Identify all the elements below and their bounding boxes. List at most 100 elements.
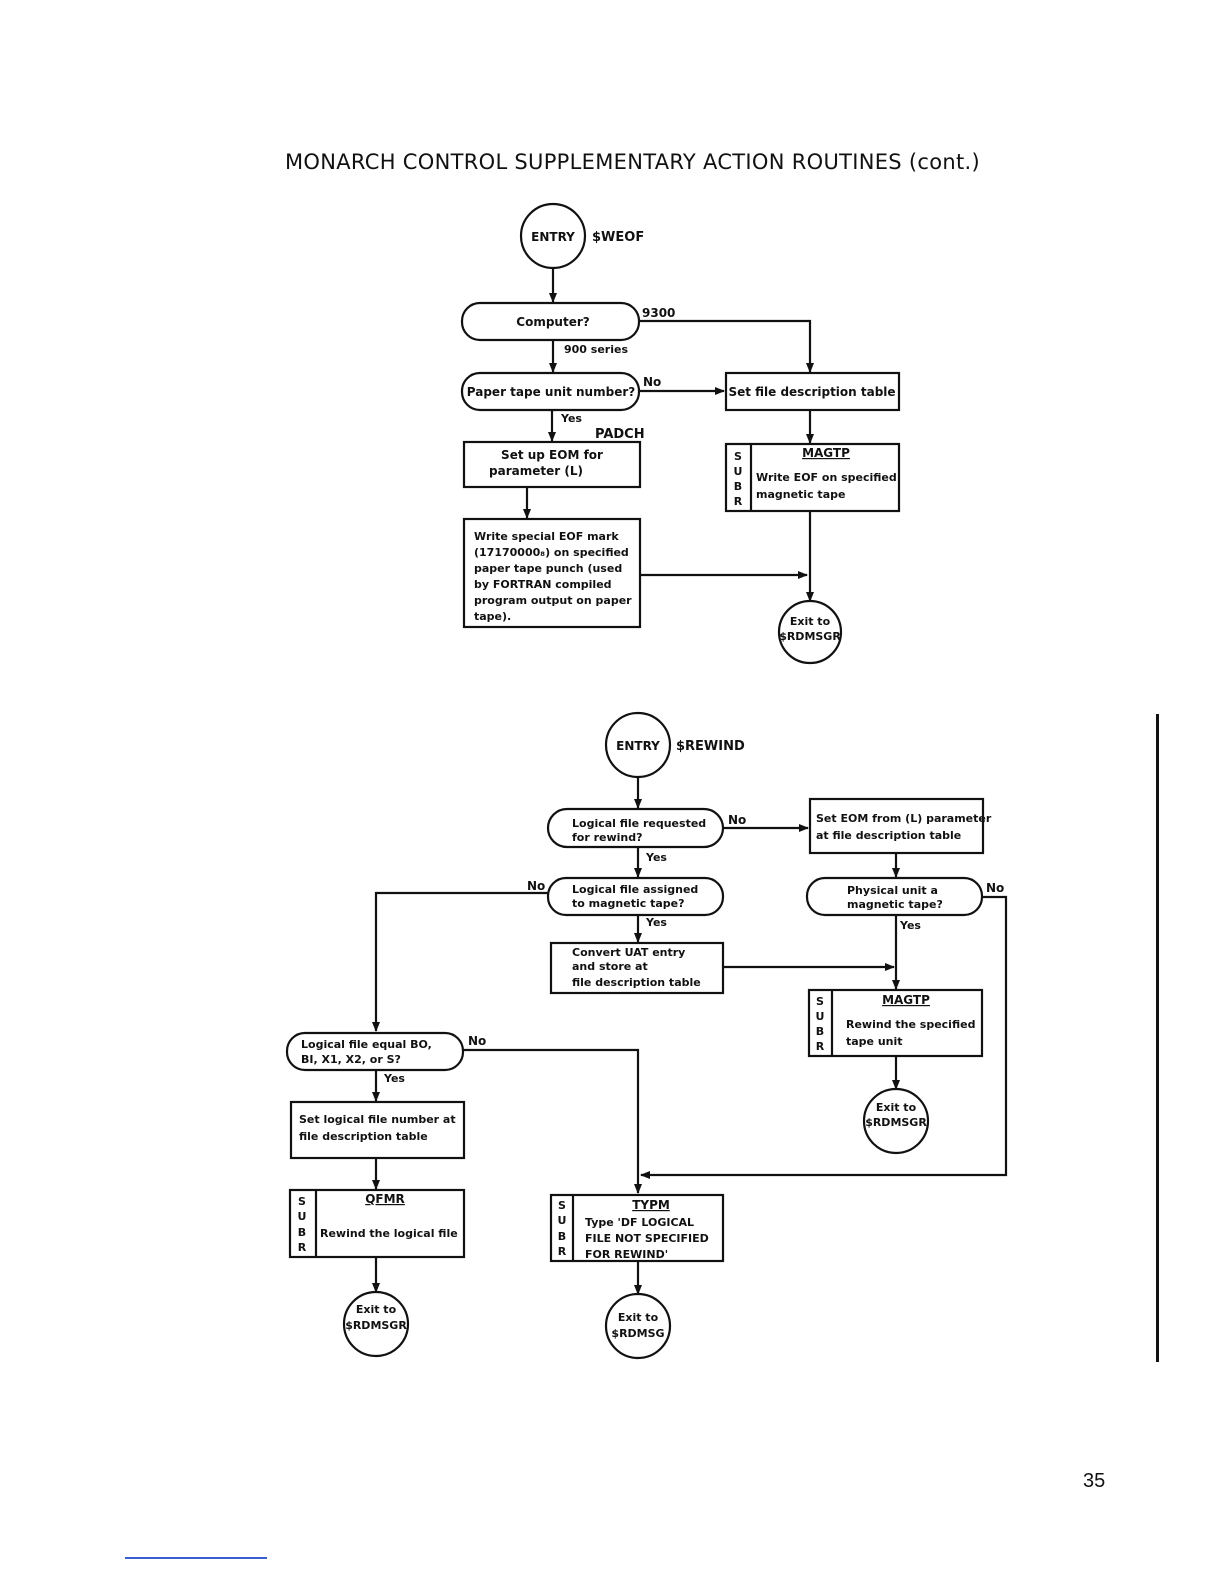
padch-label: PADCH <box>595 427 645 442</box>
set-logical-box <box>289 1100 466 1160</box>
qfmr-sub-s: S <box>298 1195 306 1208</box>
logical-equal-line-1: Logical file equal BO, <box>301 1038 432 1051</box>
weof-exit-line-2: $RDMSGR <box>779 630 841 643</box>
physical-unit-no-label: No <box>986 881 1004 895</box>
rewind-magtp-name: MAGTP <box>882 993 930 1007</box>
paper-tape-no-label: No <box>643 375 661 389</box>
weof-entry-name: $WEOF <box>592 230 644 245</box>
set-eom-line-1: Set EOM from (L) parameter <box>816 812 992 825</box>
qfmr-name: QFMR <box>365 1192 405 1206</box>
weof-entry-label: ENTRY <box>531 230 575 244</box>
page-number: 35 <box>1083 1470 1106 1492</box>
rewind-magtp-box <box>807 988 984 1058</box>
computer-decision-label: Computer? <box>516 315 589 329</box>
typm-box <box>549 1193 725 1263</box>
logical-assigned-yes-label: Yes <box>645 916 667 929</box>
rewind-exit-node-mid <box>604 1292 672 1360</box>
rewind-magtp-desc-1: Rewind the specified <box>846 1018 975 1031</box>
physical-unit-line-1: Physical unit a <box>847 884 938 897</box>
logical-assigned-no-label: No <box>527 879 545 893</box>
convert-uat-line-3: file description table <box>572 976 701 989</box>
margin-change-bar <box>1156 714 1159 1362</box>
rewind-magtp-desc-2: tape unit <box>846 1035 903 1048</box>
rewind-magtp-sub-s: S <box>816 995 824 1008</box>
rewind-entry-name: $REWIND <box>676 739 745 754</box>
qfmr-sub-u: U <box>298 1210 307 1223</box>
typm-name: TYPM <box>632 1198 670 1212</box>
label-900-series: 900 series <box>564 343 628 356</box>
qfmr-desc: Rewind the logical file <box>320 1227 458 1240</box>
setup-eom-line-2: parameter (L) <box>489 464 583 478</box>
rewind-exit-left-line-1: Exit to <box>356 1303 397 1316</box>
special-eof-line-4: by FORTRAN compiled <box>474 578 612 591</box>
logical-assigned-line-1: Logical file assigned <box>572 883 698 896</box>
special-eof-line-2: (17170000₈) on specified <box>474 546 629 559</box>
weof-sub-s: S <box>734 450 742 463</box>
weof-magtp-name: MAGTP <box>802 446 850 460</box>
physical-unit-yes-label: Yes <box>899 919 921 932</box>
weof-exit-node <box>777 599 843 665</box>
physical-unit-line-2: magnetic tape? <box>847 898 943 911</box>
logical-requested-yes-label: Yes <box>645 851 667 864</box>
weof-sub-u: U <box>734 465 743 478</box>
rewind-exit-right-line-1: Exit to <box>876 1101 917 1114</box>
weof-flow: ENTRY $WEOF Computer? 9300 900 series Pa… <box>460 202 901 665</box>
special-eof-line-6: tape). <box>474 610 511 623</box>
set-fdt-box <box>724 371 901 412</box>
footer-rule <box>125 1557 267 1559</box>
weof-sub-r: R <box>734 495 743 508</box>
rewind-exit-mid-line-2: $RDMSG <box>611 1327 664 1340</box>
logical-requested-no-label: No <box>728 813 746 827</box>
typm-sub-b: B <box>558 1230 566 1243</box>
convert-uat-line-1: Convert UAT entry <box>572 946 685 959</box>
set-logical-line-1: Set logical file number at <box>299 1113 456 1126</box>
setup-eom-line-1: Set up EOM for <box>501 448 603 462</box>
typm-sub-u: U <box>558 1214 567 1227</box>
set-eom-box <box>808 797 985 855</box>
page-title: MONARCH CONTROL SUPPLEMENTARY ACTION ROU… <box>285 150 981 174</box>
weof-magtp-desc-1: Write EOF on specified <box>756 471 897 484</box>
logical-assigned-line-2: to magnetic tape? <box>572 897 684 910</box>
rewind-entry-label: ENTRY <box>616 739 660 753</box>
rewind-magtp-sub-b: B <box>816 1025 824 1038</box>
qfmr-sub-r: R <box>298 1241 307 1254</box>
rewind-exit-node-left <box>342 1290 410 1358</box>
setup-eom-box <box>462 440 642 489</box>
rewind-magtp-sub-u: U <box>816 1010 825 1023</box>
rewind-exit-right-line-2: $RDMSGR <box>865 1116 927 1129</box>
logical-equal-line-2: BI, X1, X2, or S? <box>301 1053 401 1066</box>
typm-sub-s: S <box>558 1199 566 1212</box>
weof-magtp-desc-2: magnetic tape <box>756 488 845 501</box>
typm-sub-r: R <box>558 1245 567 1258</box>
logical-requested-line-2: for rewind? <box>572 831 643 844</box>
convert-uat-line-2: and store at <box>572 960 648 973</box>
special-eof-line-1: Write special EOF mark <box>474 530 619 543</box>
typm-desc-3: FOR REWIND' <box>585 1248 668 1261</box>
typm-desc-1: Type 'DF LOGICAL <box>585 1216 694 1229</box>
paper-tape-yes-label: Yes <box>560 412 582 425</box>
rewind-exit-left-line-2: $RDMSGR <box>345 1319 407 1332</box>
qfmr-sub-b: B <box>298 1226 306 1239</box>
special-eof-box <box>462 517 642 629</box>
rewind-magtp-sub-r: R <box>816 1040 825 1053</box>
weof-exit-line-1: Exit to <box>790 615 831 628</box>
special-eof-line-5: program output on paper <box>474 594 632 607</box>
paper-tape-decision-label: Paper tape unit number? <box>467 385 635 399</box>
set-logical-line-2: file description table <box>299 1130 428 1143</box>
weof-sub-b: B <box>734 480 742 493</box>
logical-equal-yes-label: Yes <box>383 1072 405 1085</box>
logical-equal-no-label: No <box>468 1034 486 1048</box>
set-fdt-label: Set file description table <box>728 385 895 399</box>
weof-magtp-box <box>724 442 901 513</box>
rewind-flow: ENTRY $REWIND Logical file requested for… <box>285 711 1008 1360</box>
typm-desc-2: FILE NOT SPECIFIED <box>585 1232 709 1245</box>
logical-requested-line-1: Logical file requested <box>572 817 706 830</box>
convert-uat-box <box>549 941 725 995</box>
label-9300: 9300 <box>642 306 675 320</box>
logical-assigned-decision <box>546 876 725 917</box>
special-eof-line-3: paper tape punch (used <box>474 562 622 575</box>
rewind-exit-mid-line-1: Exit to <box>618 1311 659 1324</box>
set-eom-line-2: at file description table <box>816 829 961 842</box>
rewind-exit-node-right <box>862 1087 930 1155</box>
